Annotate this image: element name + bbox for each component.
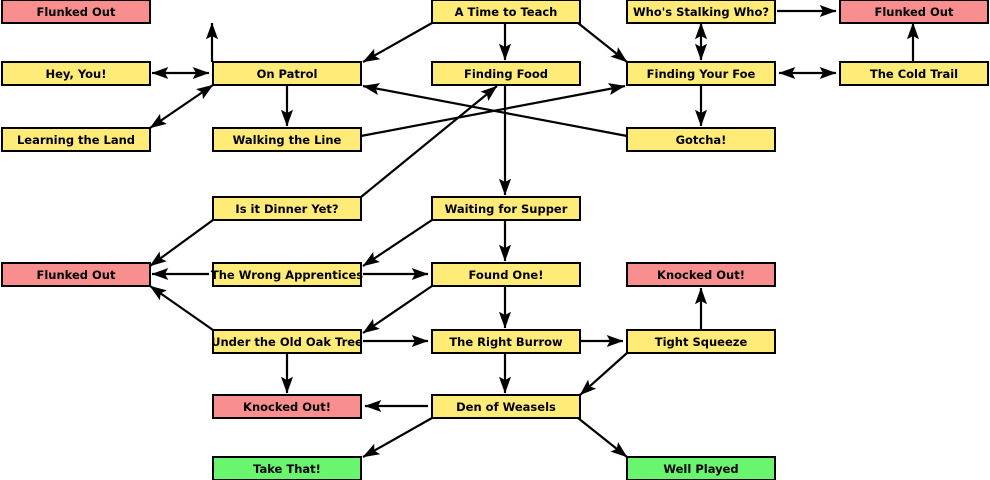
edge-den-of-weasels-to-take-that [362,417,433,458]
node-the-cold-trail[interactable]: The Cold Trail [839,61,989,86]
edge-is-it-dinner-yet-to-the-wrong-apprentices [149,219,214,267]
node-box-on-patrol[interactable] [212,61,362,86]
node-box-walking-the-line[interactable] [212,127,362,152]
node-box-finding-food[interactable] [431,61,581,86]
node-box-knocked-out[interactable] [212,394,362,419]
node-box-the-right-burrow[interactable] [431,329,581,354]
node-den-of-weasels[interactable]: Den of Weasels [431,394,581,419]
node-walking-the-line[interactable]: Walking the Line [212,127,362,152]
node-box-knocked-out[interactable] [626,262,776,287]
node-the-right-burrow[interactable]: The Right Burrow [431,329,581,354]
node-flunked-out[interactable]: Flunked Out [839,0,989,24]
node-box-flunked-out[interactable] [1,0,151,24]
node-learning-the-land[interactable]: Learning the Land [1,127,151,152]
edge-den-of-weasels-to-well-played [577,417,628,458]
node-under-the-old-oak-tree[interactable]: Under the Old Oak Tree [211,329,363,354]
node-the-wrong-apprentices[interactable]: The Wrong Apprentices [211,262,363,287]
edge-a-time-to-teach-to-on-patrol [362,22,433,63]
node-waiting-for-supper[interactable]: Waiting for Supper [431,196,581,221]
node-box-learning-the-land[interactable] [1,127,151,152]
node-box-well-played[interactable] [626,456,776,480]
node-knocked-out[interactable]: Knocked Out! [212,394,362,419]
node-finding-your-foe[interactable]: Finding Your Foe [626,61,776,86]
edge-waiting-for-supper-to-the-wrong-apprentices [362,219,433,267]
node-on-patrol[interactable]: On Patrol [212,61,362,86]
node-well-played[interactable]: Well Played [626,456,776,480]
edges-layer [149,4,920,458]
edge-under-the-old-oak-tree-to-flunked-out [149,285,214,331]
edge-a-time-to-teach-to-finding-your-foe [577,22,628,63]
node-found-one[interactable]: Found One! [431,262,581,287]
node-box-who-s-stalking-who[interactable] [626,0,776,24]
node-take-that[interactable]: Take That! [212,456,362,480]
node-box-take-that[interactable] [212,456,362,480]
node-gotcha[interactable]: Gotcha! [626,127,776,152]
node-box-den-of-weasels[interactable] [431,394,581,419]
node-box-is-it-dinner-yet[interactable] [212,196,362,221]
edge-on-patrol-to-learning-the-land [149,84,214,129]
node-box-found-one[interactable] [431,262,581,287]
node-box-under-the-old-oak-tree[interactable] [212,329,362,354]
node-box-hey-you[interactable] [1,61,151,86]
node-box-finding-your-foe[interactable] [626,61,776,86]
node-box-the-cold-trail[interactable] [839,61,989,86]
node-flunked-out[interactable]: Flunked Out [1,262,151,287]
edge-is-it-dinner-yet-to-finding-food [360,85,498,198]
edge-found-one-to-under-the-old-oak-tree [362,285,433,334]
node-box-flunked-out[interactable] [839,0,989,24]
node-box-waiting-for-supper[interactable] [431,196,581,221]
node-box-a-time-to-teach[interactable] [431,0,581,24]
edge-gotcha-to-on-patrol [362,83,628,138]
node-box-the-wrong-apprentices[interactable] [212,262,362,287]
node-a-time-to-teach[interactable]: A Time to Teach [431,0,581,24]
edge-tight-squeeze-to-den-of-weasels [579,352,628,396]
node-box-tight-squeeze[interactable] [626,329,776,354]
node-box-gotcha[interactable] [626,127,776,152]
node-who-s-stalking-who[interactable]: Who's Stalking Who? [626,0,776,24]
node-knocked-out[interactable]: Knocked Out! [626,262,776,287]
node-is-it-dinner-yet[interactable]: Is it Dinner Yet? [212,196,362,221]
node-flunked-out[interactable]: Flunked Out [1,0,151,24]
node-hey-you[interactable]: Hey, You! [1,61,151,86]
node-box-flunked-out[interactable] [1,262,151,287]
node-tight-squeeze[interactable]: Tight Squeeze [626,329,776,354]
node-finding-food[interactable]: Finding Food [431,61,581,86]
